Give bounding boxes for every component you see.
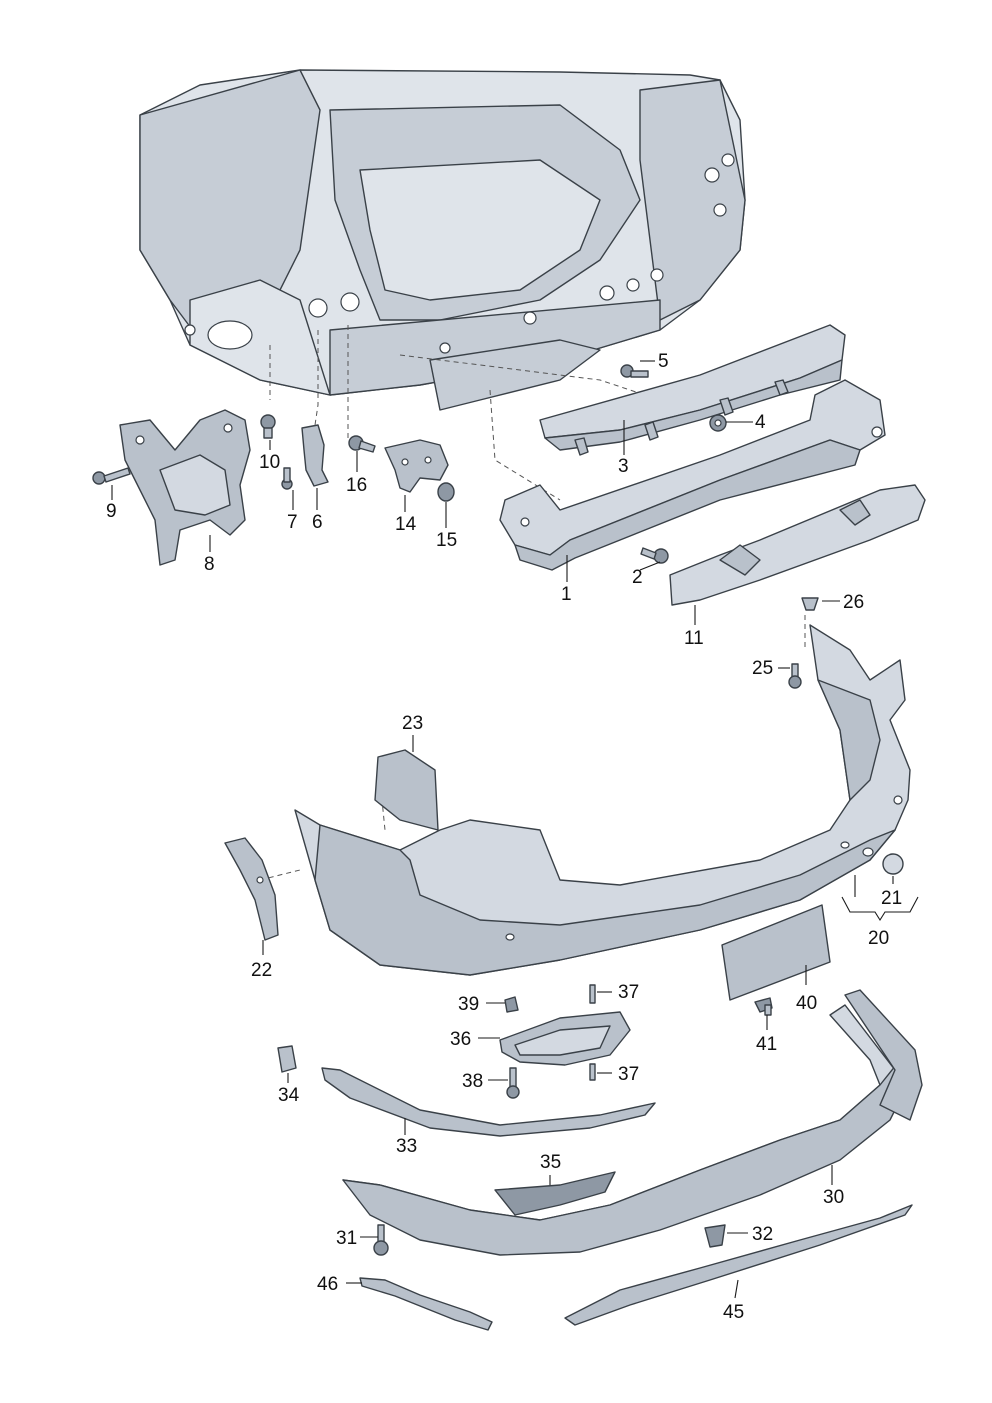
screw-part-9 — [92, 467, 131, 485]
callout-39: 39 — [458, 994, 479, 1015]
screw-part-10 — [260, 414, 276, 439]
leader-lines — [111, 360, 919, 1299]
callout-45: 45 — [723, 1302, 744, 1323]
clip-part-15 — [437, 482, 455, 502]
screw-part-37-top — [589, 984, 596, 1004]
bracket-part-36 — [499, 1011, 631, 1066]
callout-14: 14 — [395, 514, 417, 535]
callout-11: 11 — [684, 628, 704, 649]
callout-23: 23 — [402, 713, 423, 734]
callout-46: 46 — [317, 1274, 338, 1295]
screw-part-31 — [373, 1224, 389, 1256]
callout-6: 6 — [312, 512, 323, 533]
strip-part-45 — [564, 1204, 913, 1326]
screw-part-38 — [506, 1067, 520, 1099]
callout-36: 36 — [450, 1029, 471, 1050]
screw-part-37-bottom — [589, 1063, 596, 1081]
bracket-part-6 — [301, 424, 329, 487]
callout-1: 1 — [561, 584, 572, 605]
callout-33: 33 — [396, 1136, 417, 1157]
clip-part-32 — [704, 1224, 726, 1248]
callout-38: 38 — [462, 1071, 483, 1092]
screw-part-25 — [788, 663, 802, 689]
insulation-part-23 — [374, 749, 439, 831]
callout-7: 7 — [287, 512, 298, 533]
crossmember-part-1 — [499, 379, 886, 571]
callout-21: 21 — [881, 888, 902, 909]
clip-part-26 — [801, 597, 819, 611]
strip-part-46 — [359, 1277, 493, 1331]
clip-part-34 — [277, 1045, 297, 1073]
insert-part-35 — [494, 1171, 616, 1216]
callout-16: 16 — [346, 475, 367, 496]
callout-40: 40 — [796, 993, 817, 1014]
callout-10: 10 — [259, 452, 280, 473]
callout-31: 31 — [336, 1228, 357, 1249]
callout-25: 25 — [752, 658, 773, 679]
screw-part-16 — [348, 435, 376, 453]
callout-35: 35 — [540, 1152, 561, 1173]
callout-labels: 1 2 3 4 5 6 7 8 9 10 11 14 15 16 26 25 2… — [106, 351, 902, 1323]
absorber-part-3 — [539, 324, 846, 456]
callout-22: 22 — [251, 960, 272, 981]
callout-8: 8 — [204, 554, 215, 575]
screw-part-7 — [281, 467, 293, 490]
trim-part-22 — [224, 837, 279, 941]
callout-34: 34 — [278, 1085, 300, 1106]
absorber-part-11 — [669, 484, 926, 606]
screw-part-5 — [620, 364, 649, 378]
callout-15: 15 — [436, 530, 457, 551]
trim-strip-part-33 — [321, 1067, 656, 1137]
rear-body-shell — [139, 69, 746, 411]
callout-2: 2 — [632, 567, 643, 588]
callout-5: 5 — [658, 351, 669, 372]
callout-20: 20 — [868, 928, 889, 949]
callout-30: 30 — [823, 1187, 844, 1208]
callout-26: 26 — [843, 592, 864, 613]
callout-9: 9 — [106, 501, 117, 522]
nut-part-4 — [709, 414, 727, 432]
callout-3: 3 — [618, 456, 629, 477]
callout-4: 4 — [755, 412, 766, 433]
callout-37-top: 37 — [618, 982, 639, 1003]
callout-41: 41 — [756, 1034, 777, 1055]
diffuser-part-30 — [342, 989, 923, 1256]
clip-part-39 — [504, 996, 519, 1013]
license-plate-holder-part-40 — [721, 904, 831, 1001]
bracket-part-14 — [384, 439, 449, 493]
cap-part-21 — [882, 853, 904, 875]
callout-32: 32 — [752, 1224, 773, 1245]
bumper-cover-part-20 — [294, 624, 911, 976]
callout-37-bottom: 37 — [618, 1064, 639, 1085]
bracket-part-8 — [119, 409, 251, 566]
screw-part-41 — [754, 997, 773, 1016]
screw-part-2 — [640, 547, 669, 564]
